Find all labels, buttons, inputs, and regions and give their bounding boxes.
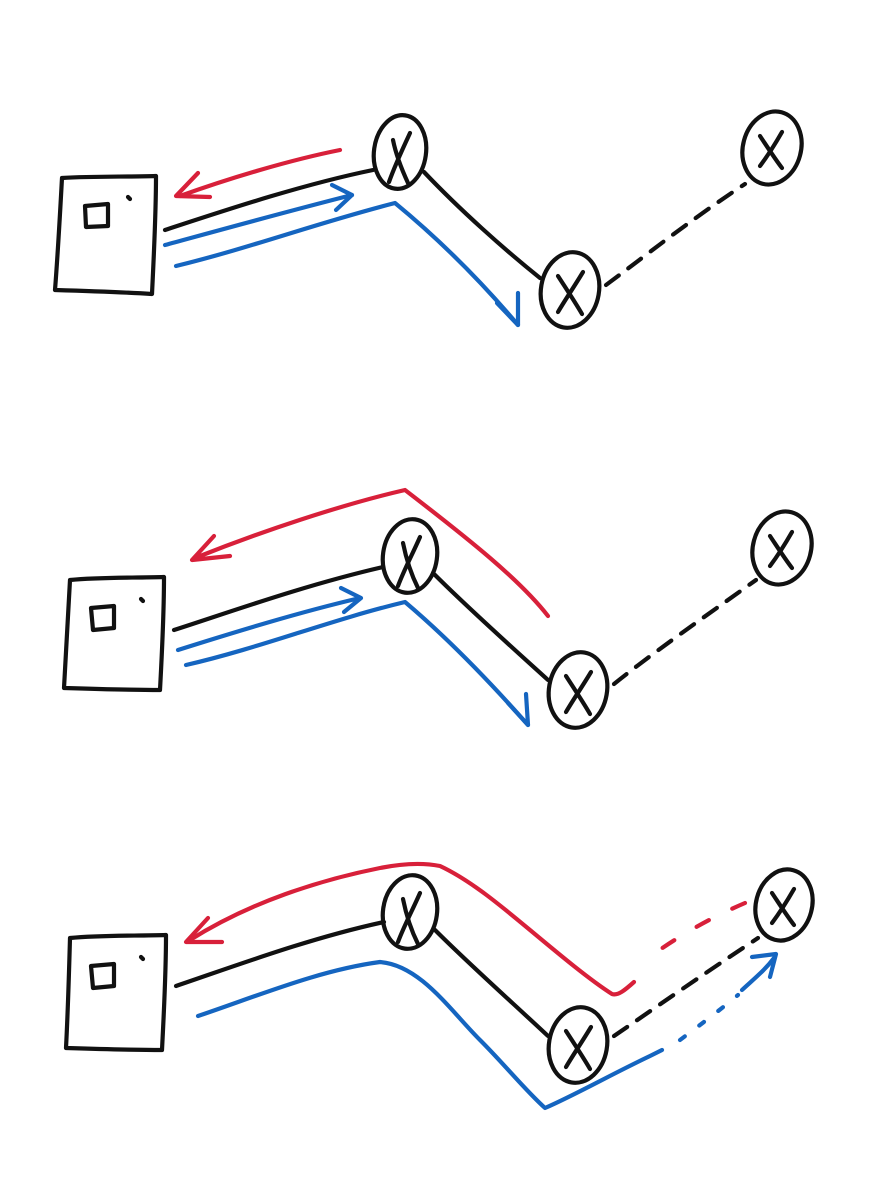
link-device-node1: [173, 919, 387, 989]
blue-arrow: [195, 951, 779, 1111]
link-node1-node2: [432, 927, 551, 1039]
red-arrow: [183, 861, 748, 997]
device-box: [61, 574, 167, 693]
panel-2: [61, 487, 814, 730]
router-node-1: [380, 517, 440, 595]
panel-1: [52, 109, 804, 330]
device-box: [63, 932, 169, 1053]
link-device-node1: [162, 167, 376, 233]
link-node2-node3-dashed: [611, 577, 759, 687]
blue-arrow-to-node2: [183, 599, 531, 728]
router-node-1: [380, 873, 440, 951]
red-arrow: [173, 147, 343, 200]
link-node1-node2: [430, 570, 551, 683]
router-node-3: [750, 509, 814, 587]
link-node2-node3-dashed: [603, 181, 748, 288]
blue-arrow-to-node2: [173, 200, 521, 328]
router-node-3: [740, 109, 804, 187]
blue-arrow-to-node1: [175, 585, 364, 653]
link-node2-node3-dashed: [611, 935, 761, 1039]
blue-arrow-to-node1: [162, 182, 355, 248]
link-device-node1: [171, 564, 386, 633]
router-node-2: [546, 1005, 610, 1085]
panel-3: [63, 861, 815, 1111]
red-arrow: [189, 487, 551, 619]
device-box: [52, 173, 159, 297]
router-node-1: [371, 113, 429, 191]
router-node-3: [753, 867, 815, 943]
link-node1-node2: [421, 169, 543, 281]
router-node-2: [546, 650, 610, 730]
router-node-2: [538, 250, 602, 330]
